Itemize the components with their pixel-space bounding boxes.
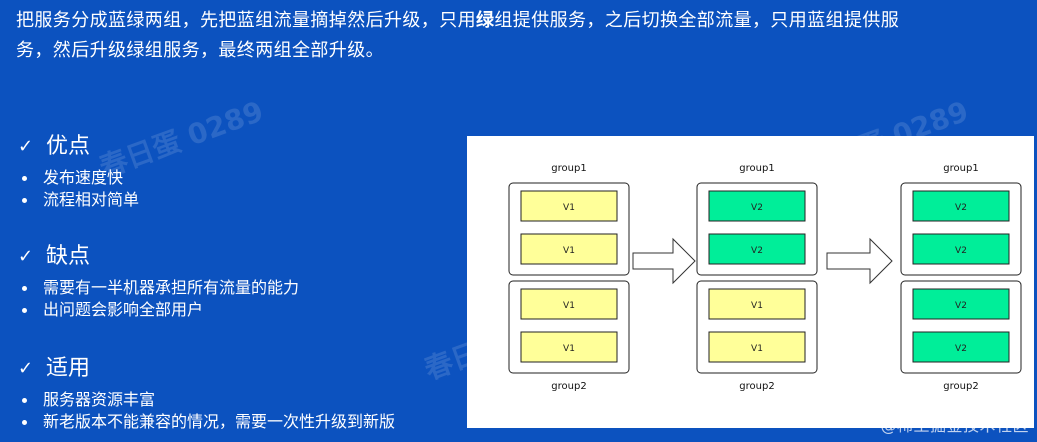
intro-line2: 务，然后升级绿组服务，最终两组全部升级。 bbox=[16, 40, 384, 61]
bullet-icon bbox=[22, 419, 27, 425]
list-item: 新老版本不能兼容的情况，需要一次性升级到新版 bbox=[18, 411, 395, 433]
version-label: V2 bbox=[955, 203, 967, 213]
section-pros-list: 发布速度快 流程相对简单 bbox=[18, 167, 139, 211]
intro-highlight: 绿 bbox=[476, 10, 495, 31]
version-label: V2 bbox=[955, 246, 967, 256]
bullet-icon bbox=[22, 397, 27, 403]
version-label: V1 bbox=[563, 203, 575, 213]
section-cons-list: 需要有一半机器承担所有流量的能力 出问题会影响全部用户 bbox=[18, 277, 299, 321]
list-item: 需要有一半机器承担所有流量的能力 bbox=[18, 277, 299, 299]
section-usage-heading: ✓ 适用 bbox=[18, 355, 395, 383]
version-label: V1 bbox=[751, 301, 763, 311]
version-label: V1 bbox=[751, 344, 763, 354]
version-box bbox=[708, 190, 806, 222]
group2-label: group2 bbox=[943, 381, 978, 392]
list-item: 发布速度快 bbox=[18, 167, 139, 189]
arrow-right-icon bbox=[826, 237, 893, 285]
list-item-text: 出问题会影响全部用户 bbox=[43, 300, 204, 319]
version-label: V2 bbox=[751, 203, 763, 213]
version-box bbox=[708, 331, 806, 363]
bullet-icon bbox=[22, 285, 27, 291]
group2-label: group2 bbox=[739, 381, 774, 392]
section-cons: ✓ 缺点 需要有一半机器承担所有流量的能力 出问题会影响全部用户 bbox=[18, 243, 299, 321]
intro-line1-part2: 组提供服务，之后切换全部流量，只用蓝组提供服 bbox=[494, 10, 900, 31]
list-item: 流程相对简单 bbox=[18, 189, 139, 211]
section-cons-title: 缺点 bbox=[46, 244, 91, 269]
section-usage: ✓ 适用 服务器资源丰富 新老版本不能兼容的情况，需要一次性升级到新版 bbox=[18, 355, 395, 433]
section-cons-heading: ✓ 缺点 bbox=[18, 243, 299, 271]
section-pros-heading: ✓ 优点 bbox=[18, 133, 139, 161]
list-item-text: 需要有一半机器承担所有流量的能力 bbox=[43, 278, 300, 297]
group1-label: group1 bbox=[943, 163, 978, 174]
version-box bbox=[912, 288, 1010, 320]
version-box bbox=[708, 233, 806, 265]
diagram-svg: group1V1V1V1V1group2group1V2V2V1V1group2… bbox=[508, 163, 1022, 392]
bullet-icon bbox=[22, 307, 27, 313]
check-icon: ✓ bbox=[18, 246, 34, 267]
group2-label: group2 bbox=[551, 381, 586, 392]
intro-line1-part1: 把服务分成蓝绿两组，先把蓝组流量摘掉然后升级，只用 bbox=[16, 10, 476, 31]
list-item-text: 新老版本不能兼容的情况，需要一次性升级到新版 bbox=[43, 412, 396, 431]
list-item-text: 服务器资源丰富 bbox=[43, 390, 156, 409]
bullet-icon bbox=[22, 175, 27, 181]
check-icon: ✓ bbox=[18, 136, 34, 157]
list-item-text: 流程相对简单 bbox=[43, 190, 140, 209]
group1-label: group1 bbox=[739, 163, 774, 174]
version-label: V1 bbox=[563, 246, 575, 256]
version-label: V2 bbox=[955, 301, 967, 311]
section-pros-title: 优点 bbox=[46, 134, 91, 159]
version-label: V2 bbox=[751, 246, 763, 256]
version-box bbox=[912, 331, 1010, 363]
version-box bbox=[912, 190, 1010, 222]
version-label: V2 bbox=[955, 344, 967, 354]
list-item: 出问题会影响全部用户 bbox=[18, 299, 299, 321]
section-usage-list: 服务器资源丰富 新老版本不能兼容的情况，需要一次性升级到新版 bbox=[18, 389, 395, 433]
list-item: 服务器资源丰富 bbox=[18, 389, 395, 411]
arrow-right-icon bbox=[632, 237, 696, 285]
section-usage-title: 适用 bbox=[46, 356, 91, 381]
version-box bbox=[520, 288, 618, 320]
intro-paragraph: 把服务分成蓝绿两组，先把蓝组流量摘掉然后升级，只用绿组提供服务，之后切换全部流量… bbox=[16, 6, 1006, 66]
version-box bbox=[708, 288, 806, 320]
list-item-text: 发布速度快 bbox=[43, 168, 124, 187]
version-label: V1 bbox=[563, 344, 575, 354]
bullet-icon bbox=[22, 197, 27, 203]
version-box bbox=[520, 331, 618, 363]
version-label: V1 bbox=[563, 301, 575, 311]
check-icon: ✓ bbox=[18, 358, 34, 379]
group1-label: group1 bbox=[551, 163, 586, 174]
version-box bbox=[520, 190, 618, 222]
version-box bbox=[520, 233, 618, 265]
footer-watermark: @稀土掘金技术社区 bbox=[880, 416, 1029, 435]
section-pros: ✓ 优点 发布速度快 流程相对简单 bbox=[18, 133, 139, 211]
version-box bbox=[912, 233, 1010, 265]
